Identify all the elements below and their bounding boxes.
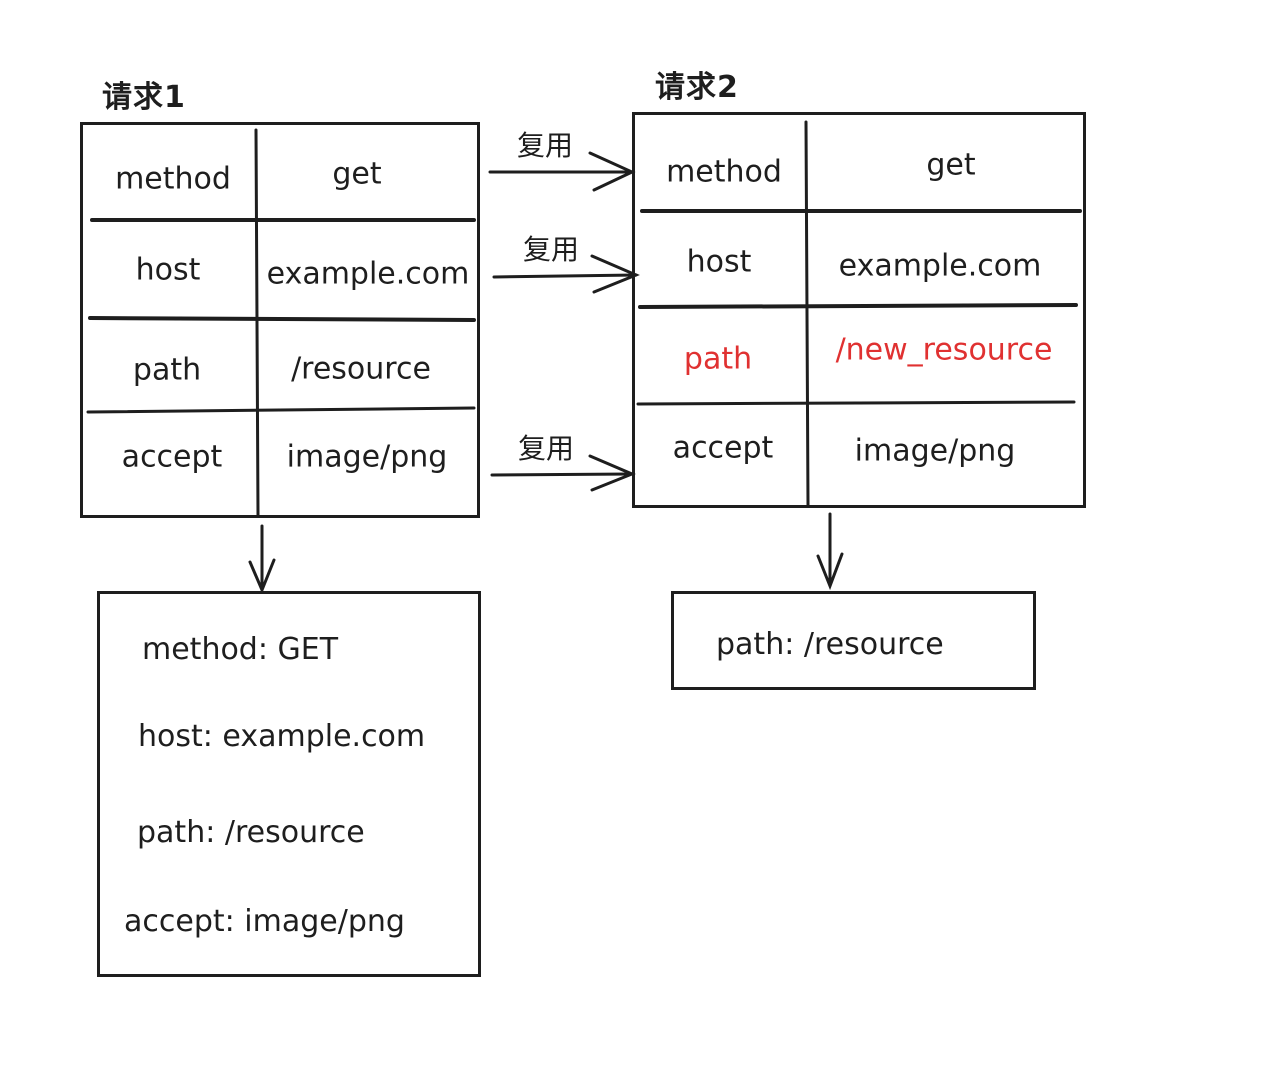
request1-value-host: example.com — [266, 256, 470, 292]
output1-line-accept: accept: image/png — [124, 904, 405, 939]
request1-value-accept: image/png — [286, 439, 448, 475]
request2-value-host: example.com — [838, 248, 1042, 284]
reuse-label-1: 复用 — [517, 129, 574, 162]
output1-line-host: host: example.com — [138, 719, 426, 754]
request1-key-accept: accept — [121, 439, 223, 475]
reuse-label-2: 复用 — [523, 233, 580, 266]
request2-title: 请求2 — [655, 70, 739, 105]
request2-key-method: method — [666, 154, 782, 190]
request2-key-path: path — [683, 341, 753, 377]
request1-table — [80, 122, 480, 518]
request2-value-accept: image/png — [854, 433, 1016, 469]
request2-table — [632, 112, 1086, 508]
request2-value-method: get — [926, 147, 976, 183]
request2-value-path: /new_resource — [835, 332, 1053, 368]
output2-box — [671, 591, 1036, 690]
request1-key-method: method — [115, 161, 231, 197]
output2-line-path: path: /resource — [716, 627, 944, 662]
output1-line-path: path: /resource — [137, 815, 365, 850]
request1-key-host: host — [135, 252, 201, 288]
output1-line-method: method: GET — [142, 632, 339, 667]
request1-value-path: /resource — [291, 351, 431, 387]
output1-box — [97, 591, 481, 977]
request1-value-method: get — [332, 156, 382, 192]
request1-title: 请求1 — [102, 80, 186, 115]
request2-key-host: host — [686, 244, 752, 280]
request2-key-accept: accept — [672, 430, 774, 466]
reuse-label-3: 复用 — [518, 432, 575, 465]
request1-key-path: path — [132, 352, 202, 388]
